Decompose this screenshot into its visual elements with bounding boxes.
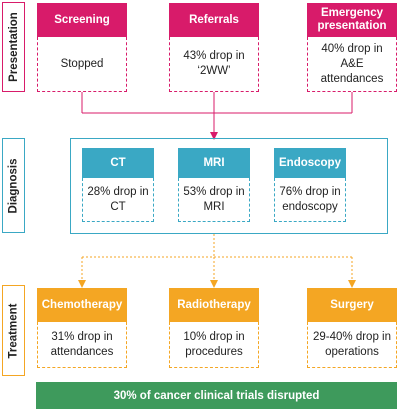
chemotherapy-header: Chemotherapy: [37, 288, 127, 322]
diagnosis-group-frame: [70, 138, 388, 234]
surgery-text: 29-40% drop in operations: [307, 322, 397, 368]
screening-text: Stopped: [37, 37, 127, 92]
stage-label-presentation: Presentation: [2, 2, 25, 92]
referrals-header: Referrals: [169, 3, 259, 37]
diagnosis-to-treatment-connector: [78, 234, 356, 288]
endoscopy-text: 76% drop in endoscopy: [274, 178, 346, 222]
stage-label-treatment: Treatment: [2, 285, 25, 376]
chemotherapy-text: 31% drop in attendances: [37, 322, 127, 368]
surgery-header: Surgery: [307, 288, 397, 322]
stage-label-diagnosis: Diagnosis: [2, 138, 25, 233]
radiotherapy-header: Radiotherapy: [169, 288, 259, 322]
radiotherapy-text: 10% drop in procedures: [169, 322, 259, 368]
emergency-presentation-text: 40% drop in A&E attendances: [307, 37, 397, 92]
screening-header: Screening: [37, 3, 127, 37]
presentation-to-diagnosis-connector: [81, 92, 353, 140]
ct-text: 28% drop in CT: [82, 178, 154, 222]
ct-header: CT: [82, 148, 154, 178]
emergency-presentation-header: Emergency presentation: [307, 3, 397, 37]
mri-text: 53% drop in MRI: [178, 178, 250, 222]
mri-header: MRI: [178, 148, 250, 178]
clinical-trials-banner: 30% of cancer clinical trials disrupted: [36, 382, 397, 409]
referrals-text: 43% drop in ‘2WW’: [169, 37, 259, 92]
endoscopy-header: Endoscopy: [274, 148, 346, 178]
